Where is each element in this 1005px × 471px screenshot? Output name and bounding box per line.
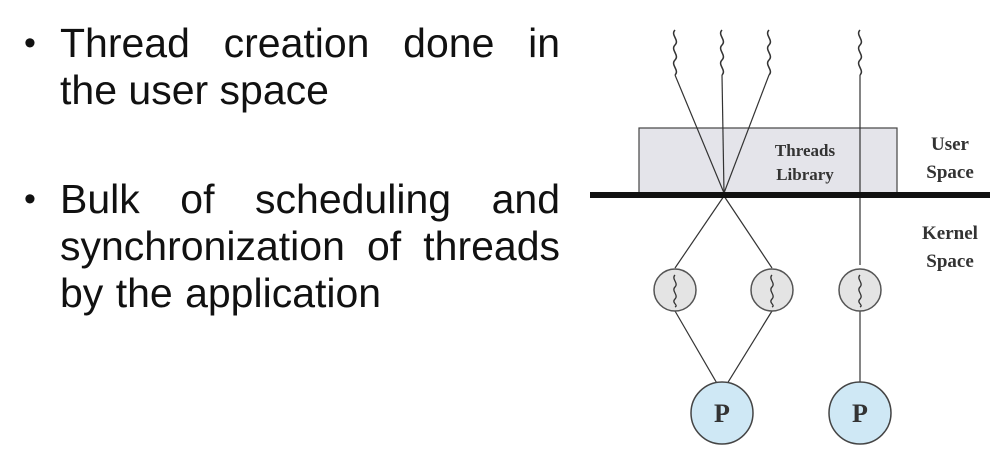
connector-line [674,195,725,269]
bullet-item: • Thread creation done in the user space [22,20,567,114]
bullet-text: Bulk of scheduling and synchronization o… [60,176,560,316]
connector-line [721,310,773,393]
kernel-thread-circle [653,268,697,312]
kernel-thread-circle [750,268,794,312]
connector-line [674,74,725,194]
threads-library-label-line2: Library [776,165,834,184]
kernel-space-label-line2: Space [926,251,974,272]
threads-library-label-line1: Threads [775,141,836,160]
connector-line [674,310,723,393]
connector-line [721,74,725,194]
processes: P P [690,381,892,445]
thread-squiggle [719,29,725,76]
kernel-thread [653,268,697,312]
thread-squiggle [766,29,772,76]
threads-library-box [638,127,898,194]
kernel-thread-squiggle [858,274,862,308]
user-space-label-line1: User [931,134,970,155]
process-label: P [714,399,730,428]
user-space-label-line2: Space [926,162,974,183]
thread-squiggle [672,29,678,76]
process-label: P [852,399,868,428]
kernel-thread-circle [838,268,882,312]
kernel-thread [838,268,882,312]
bullet-dot: • [24,180,36,218]
kernel-thread-squiggle [770,274,774,308]
thread-connector-lines [674,74,861,393]
process-circle [828,381,892,445]
bullet-text: Thread creation done in the user space [60,20,560,113]
bullet-dot: • [24,24,36,62]
kernel-thread-squiggle [673,274,677,308]
process-circle [690,381,754,445]
process: P [828,381,892,445]
bullet-list: • Thread creation done in the user space… [22,20,567,317]
connector-line [723,195,773,269]
process: P [690,381,754,445]
kernel-thread [750,268,794,312]
thread-squiggle [857,29,863,76]
connector-line [723,74,770,194]
kernel-threads [653,268,882,312]
bullet-item: • Bulk of scheduling and synchronization… [22,176,567,317]
kernel-space-label-line1: Kernel [922,223,978,244]
user-thread-squiggles [672,29,863,76]
